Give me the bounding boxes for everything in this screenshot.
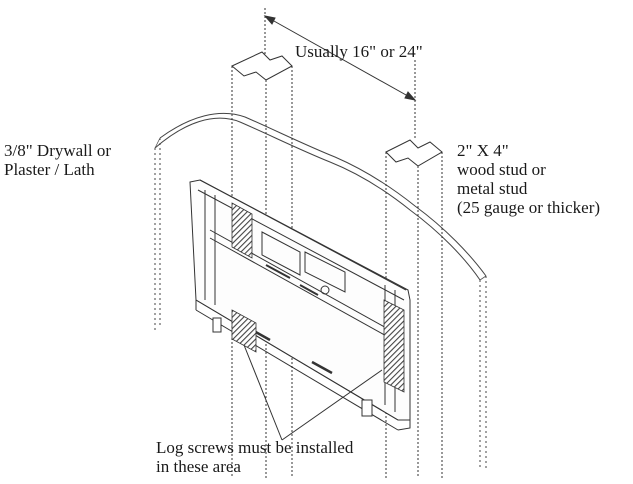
log-screws-label: Log screws must be installed in these ar…: [156, 438, 353, 476]
stud-spec-line-4: (25 gauge or thicker): [457, 198, 601, 217]
right-wood-stud: [385, 139, 443, 478]
log-screws-line-2: in these area: [156, 457, 241, 476]
drywall-edge: [154, 137, 487, 281]
drywall-sheet: [154, 112, 487, 470]
drywall-label-line-1: 3/8" Drywall or: [4, 141, 112, 160]
stud-spacing-label: Usually 16" or 24": [295, 42, 423, 61]
drywall-label-line-2: Plaster / Lath: [4, 160, 95, 179]
drywall-label: 3/8" Drywall or Plaster / Lath: [4, 141, 111, 179]
screw-leader-lines: [243, 344, 383, 441]
mounting-bracket: [189, 179, 411, 431]
log-screws-line-1: Log screws must be installed: [156, 438, 354, 457]
stud-spec-line-3: metal stud: [457, 179, 528, 198]
stud-spec-line-2: wood stud or: [457, 160, 546, 179]
screw-areas: [231, 202, 405, 393]
spacing-dimension: [263, 8, 417, 140]
stud-spec-label: 2" X 4" wood stud or metal stud (25 gaug…: [457, 141, 600, 217]
stud-spec-line-1: 2" X 4": [457, 141, 509, 160]
